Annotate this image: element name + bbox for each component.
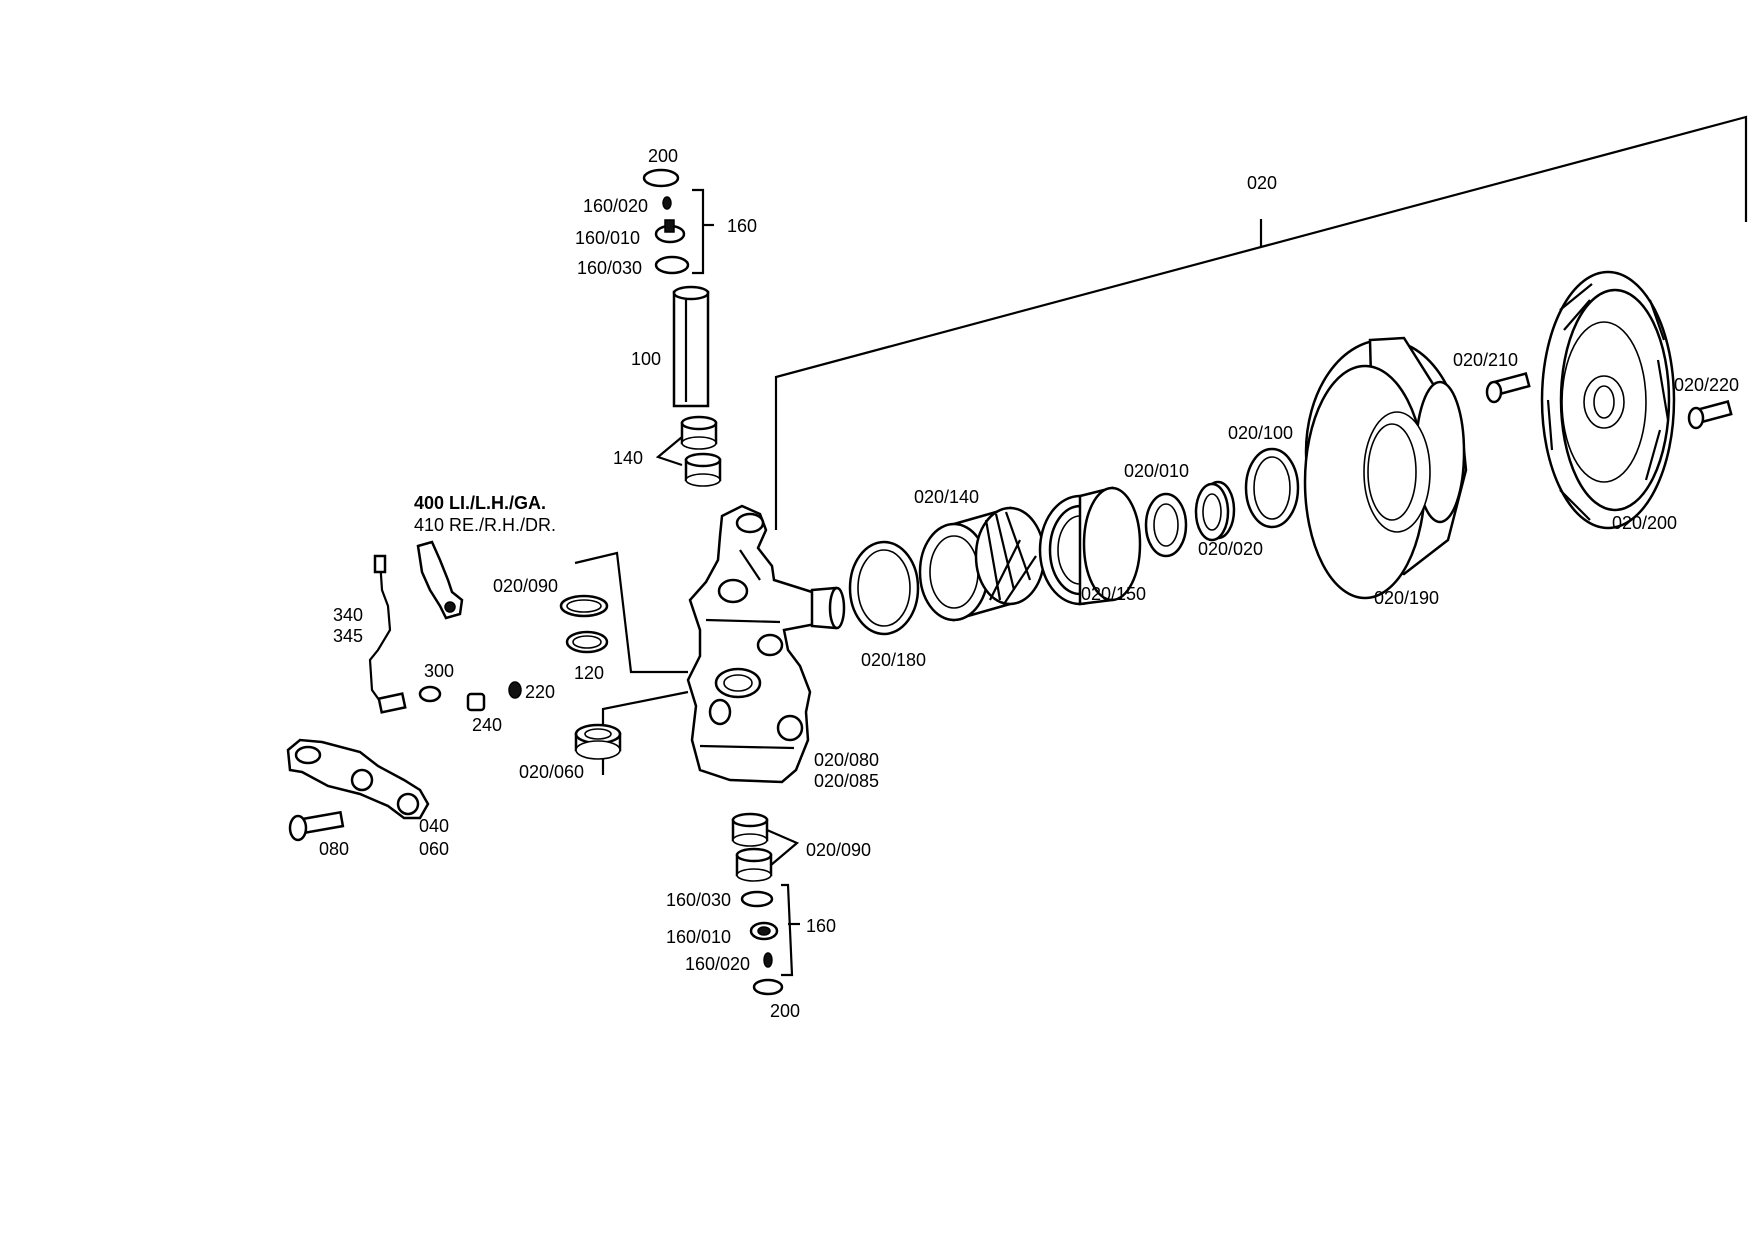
ring-020-060 <box>574 723 622 760</box>
label-020-100: 020/100 <box>1228 423 1293 443</box>
label-410: 410 RE./R.H./DR. <box>414 515 556 535</box>
label-top-160: 160 <box>727 216 757 236</box>
washer-020-010 <box>1144 492 1188 558</box>
label-top-200: 200 <box>648 146 678 166</box>
label-020-085: 020/085 <box>814 771 879 791</box>
label-020-020: 020/020 <box>1198 539 1263 559</box>
hub-assembly <box>848 270 1733 636</box>
bolt-020-220 <box>1687 400 1733 430</box>
bushing-020-090-b <box>735 847 773 882</box>
hub-020-200 <box>1540 270 1676 530</box>
label-060: 060 <box>419 839 449 859</box>
nut-020-020 <box>1194 480 1236 542</box>
upper-kingpin-stack <box>642 168 722 487</box>
label-bottom-200: 200 <box>770 1001 800 1021</box>
label-bottom-160-010: 160/010 <box>666 927 731 947</box>
label-040: 040 <box>419 816 449 836</box>
label-020-060: 020/060 <box>519 762 584 782</box>
label-top-160-030: 160/030 <box>577 258 642 278</box>
steering-knuckle <box>686 504 846 784</box>
sensor-group <box>368 540 522 714</box>
label-020-090-left: 020/090 <box>493 576 558 596</box>
bolt-020-210 <box>1485 372 1531 404</box>
label-020-140: 020/140 <box>914 487 979 507</box>
label-020-220: 020/220 <box>1674 375 1739 395</box>
left-seal-group <box>559 551 689 775</box>
label-020-150: 020/150 <box>1081 584 1146 604</box>
part-labels: 200 160/020 160/010 160/030 160 100 140 … <box>319 146 1739 1021</box>
bushing-140-a <box>680 415 718 450</box>
bearing-020-150 <box>1038 486 1142 606</box>
label-100: 100 <box>631 349 661 369</box>
label-top-160-020: 160/020 <box>583 196 648 216</box>
label-020-080: 020/080 <box>814 750 879 770</box>
label-220: 220 <box>525 682 555 702</box>
plug-220 <box>508 681 522 699</box>
label-240: 240 <box>472 715 502 735</box>
label-bottom-020-090: 020/090 <box>806 840 871 860</box>
label-340: 340 <box>333 605 363 625</box>
sensor-cable-340 <box>368 559 392 705</box>
label-020-200: 020/200 <box>1612 513 1677 533</box>
snap-ring-200-top <box>642 168 680 188</box>
label-300: 300 <box>424 661 454 681</box>
bushing-020-090-a <box>731 812 769 847</box>
cover-160-010-top <box>654 219 686 244</box>
tone-ring-020-140 <box>918 506 1046 622</box>
label-080: 080 <box>319 839 349 859</box>
ring-020-100 <box>1244 447 1300 529</box>
bolt-080 <box>288 810 345 842</box>
label-bottom-160: 160 <box>806 916 836 936</box>
label-bottom-160-030: 160/030 <box>666 890 731 910</box>
label-020-190: 020/190 <box>1374 588 1439 608</box>
grease-nipple-160-020-top <box>662 196 672 210</box>
label-140: 140 <box>613 448 643 468</box>
sleeve-300 <box>418 685 442 703</box>
label-120: 120 <box>574 663 604 683</box>
grease-nipple-160-020-bottom <box>763 952 773 968</box>
label-020-210: 020/210 <box>1453 350 1518 370</box>
seal-020-180 <box>848 540 920 636</box>
label-400: 400 LI./L.H./GA. <box>414 493 546 513</box>
bushing-140-b <box>684 452 722 487</box>
label-020-010: 020/010 <box>1124 461 1189 481</box>
label-020: 020 <box>1247 173 1277 193</box>
lower-kingpin-stack <box>731 812 800 996</box>
label-bottom-160-020: 160/020 <box>685 954 750 974</box>
steering-arm-040 <box>286 738 430 842</box>
seal-160-030-bottom <box>740 890 774 908</box>
label-020-180: 020/180 <box>861 650 926 670</box>
brake-disc-020-190 <box>1303 336 1468 600</box>
label-top-160-010: 160/010 <box>575 228 640 248</box>
snap-ring-200-bottom <box>752 978 784 996</box>
seal-160-030-top <box>654 255 690 275</box>
kingpin-100 <box>672 285 710 408</box>
label-345: 345 <box>333 626 363 646</box>
assembly-bracket-020 <box>774 115 1748 530</box>
sensor-bracket-400 <box>416 540 464 620</box>
